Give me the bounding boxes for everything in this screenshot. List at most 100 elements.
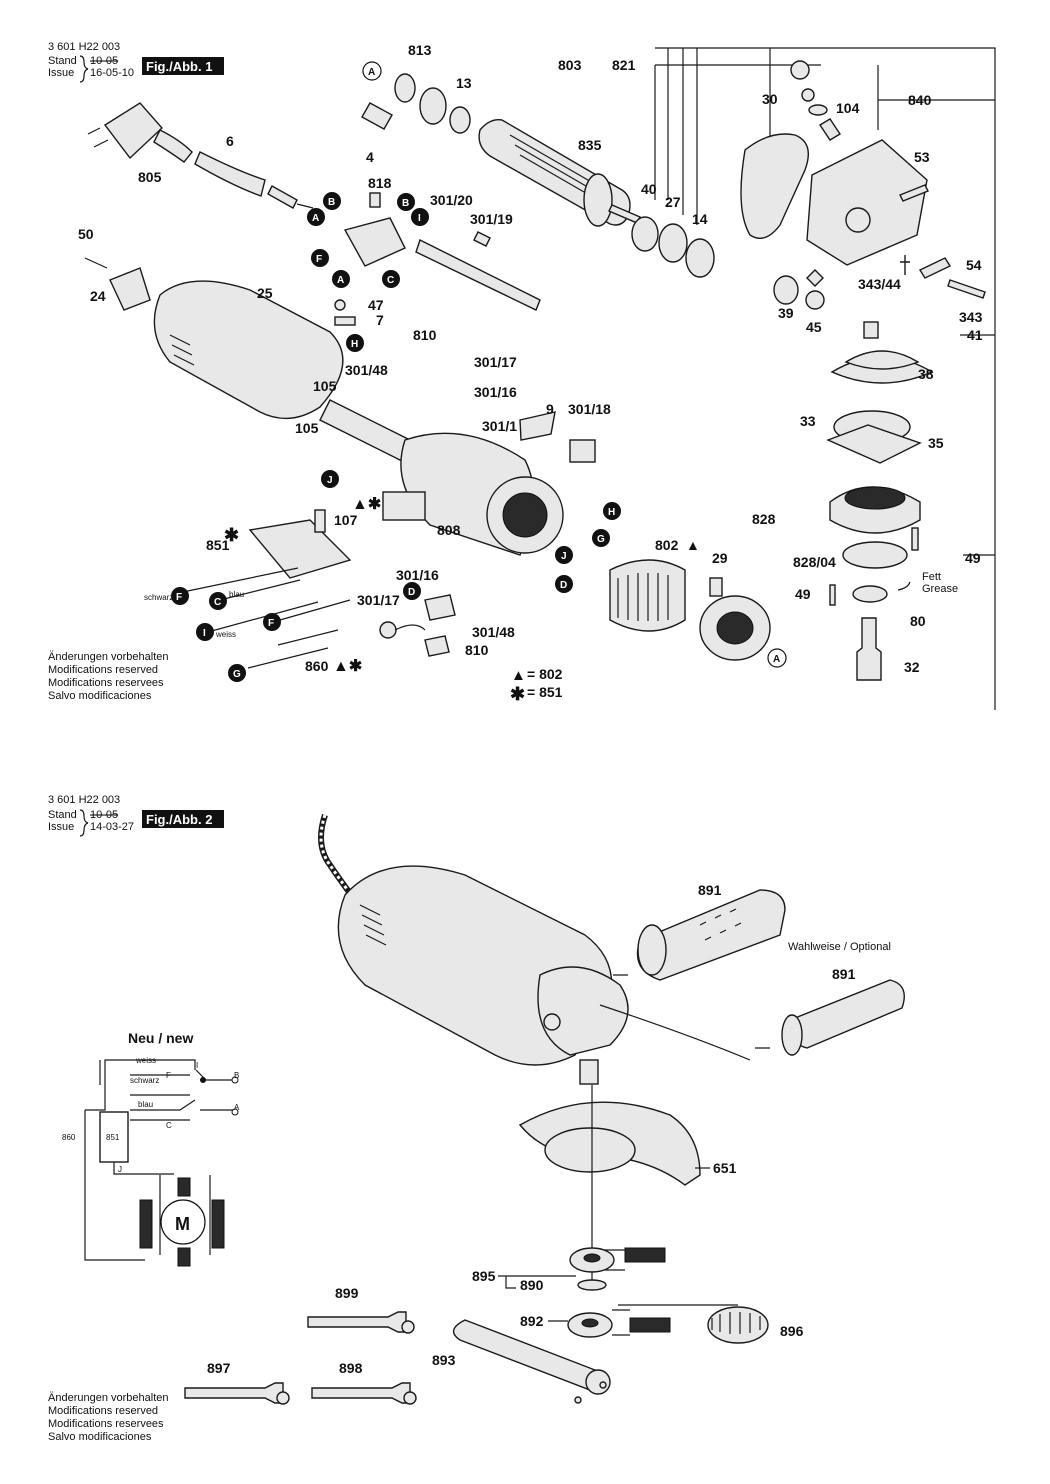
part-810-b: 810	[465, 642, 489, 658]
legend: ▲ = 802 ✱ = 851	[510, 666, 563, 704]
grease-label-en: Grease	[922, 583, 958, 595]
fig2-stand-label: Stand	[48, 809, 77, 821]
part-49-b: 49	[795, 586, 811, 602]
part-47: 47	[368, 297, 384, 313]
svg-text:F: F	[176, 592, 182, 603]
spindle-stack	[826, 350, 934, 681]
part-39: 39	[778, 305, 794, 321]
fig2-old-date: 10-05	[90, 809, 118, 821]
fig2-issue-label: Issue	[48, 821, 74, 833]
fig1-new-date: 16-05-10	[90, 67, 134, 79]
legend-triangle-icon: ▲	[511, 667, 526, 684]
callout-B-1: B	[323, 192, 341, 210]
schematic-wire-weiss: weiss	[135, 1056, 156, 1065]
disclaimer-es-2: Salvo modificaciones	[48, 1431, 152, 1443]
callout-G-1: G	[228, 664, 246, 682]
schematic-term-B: B	[234, 1071, 239, 1080]
legend-triangle-text: = 802	[527, 666, 563, 682]
gear-housing	[740, 60, 986, 339]
svg-text:G: G	[233, 669, 241, 680]
fig2-doc-number: 3 601 H22 003	[48, 794, 120, 806]
wire-label-weiss: weiss	[215, 630, 236, 639]
part-301-1: 301/1	[482, 418, 517, 434]
part-860: 860	[305, 658, 329, 674]
callout-G-2: G	[592, 529, 610, 547]
part-343: 343	[959, 309, 983, 325]
part-835: 835	[578, 137, 602, 153]
schematic-title: Neu / new	[128, 1030, 193, 1046]
marker-triangle-star-860: ▲✱	[333, 658, 362, 675]
svg-text:J: J	[561, 551, 567, 562]
callout-C-1: C	[382, 270, 400, 288]
part-301-16-a: 301/16	[474, 384, 517, 400]
part-38: 38	[918, 366, 934, 382]
part-805: 805	[138, 169, 162, 185]
fig1-issue-label: Issue	[48, 67, 74, 79]
part-27: 27	[665, 194, 681, 210]
part-45: 45	[806, 319, 822, 335]
part-80: 80	[910, 613, 926, 629]
disclaimer-fr-2: Modifications reservees	[48, 1418, 164, 1430]
callout-A-2: A	[307, 208, 325, 226]
part-651: 651	[713, 1160, 737, 1176]
callout-J-2: J	[555, 546, 573, 564]
part-828: 828	[752, 511, 776, 527]
switch-module	[177, 509, 456, 669]
svg-text:G: G	[597, 534, 605, 545]
svg-text:F: F	[268, 618, 274, 629]
part-897: 897	[207, 1360, 231, 1376]
part-7: 7	[376, 312, 384, 328]
grease-label-de: Fett	[922, 571, 941, 583]
disclaimer-fr-1: Modifications reservees	[48, 677, 164, 689]
part-343-44: 343/44	[858, 276, 901, 292]
fig1-drawing	[84, 47, 996, 710]
part-808: 808	[437, 522, 461, 538]
callout-J-1: J	[321, 470, 339, 488]
part-105-b: 105	[295, 420, 319, 436]
fig1-header: 3 601 H22 003 Stand Issue 10-05 16-05-10…	[48, 41, 224, 83]
svg-text:H: H	[608, 507, 615, 518]
part-14: 14	[692, 211, 708, 227]
schematic-wire-860: 860	[62, 1133, 76, 1142]
part-301-48-a: 301/48	[345, 362, 388, 378]
part-802: 802	[655, 537, 679, 553]
part-29: 29	[712, 550, 728, 566]
schematic-motor: M	[175, 1214, 190, 1234]
fig1-title-box	[142, 57, 224, 75]
callout-F-2: F	[171, 587, 189, 605]
part-840: 840	[908, 92, 932, 108]
marker-star-851: ✱	[224, 525, 239, 545]
part-301-16-b: 301/16	[396, 567, 439, 583]
part-803: 803	[558, 57, 582, 73]
part-6: 6	[226, 133, 234, 149]
part-821: 821	[612, 57, 636, 73]
part-53: 53	[914, 149, 930, 165]
part-301-20: 301/20	[430, 192, 473, 208]
part-899: 899	[335, 1285, 359, 1301]
schematic-wire-blau: blau	[138, 1100, 153, 1109]
part-896: 896	[780, 1323, 804, 1339]
fig2-title-box	[142, 810, 224, 828]
part-33: 33	[800, 413, 816, 429]
wiring-schematic: Neu / new weiss schwarz blau I F B A C J…	[62, 1030, 240, 1267]
disclaimer-de-2: Änderungen vorbehalten	[48, 1392, 168, 1404]
schematic-term-A: A	[234, 1103, 240, 1112]
part-810-a: 810	[413, 327, 437, 343]
part-851: 851	[206, 537, 230, 553]
part-890: 890	[520, 1277, 544, 1293]
svg-text:A: A	[773, 654, 780, 665]
part-301-18: 301/18	[568, 401, 611, 417]
callout-H-1: H	[346, 334, 364, 352]
callout-D-1: D	[403, 582, 421, 600]
schematic-term-F: F	[166, 1071, 171, 1080]
legend-star-icon: ✱	[510, 684, 525, 704]
fig1-stand-label: Stand	[48, 55, 77, 67]
part-891-b: 891	[832, 966, 856, 982]
part-41: 41	[967, 327, 983, 343]
part-828-04: 828/04	[793, 554, 836, 570]
brush-switch-parts	[84, 192, 541, 326]
part-35: 35	[928, 435, 944, 451]
fig1-part-labels: 813 13 803 821 30 104 840 835 53 6 805 4…	[78, 42, 983, 675]
marker-triangle-star-107: ▲✱	[352, 496, 381, 513]
